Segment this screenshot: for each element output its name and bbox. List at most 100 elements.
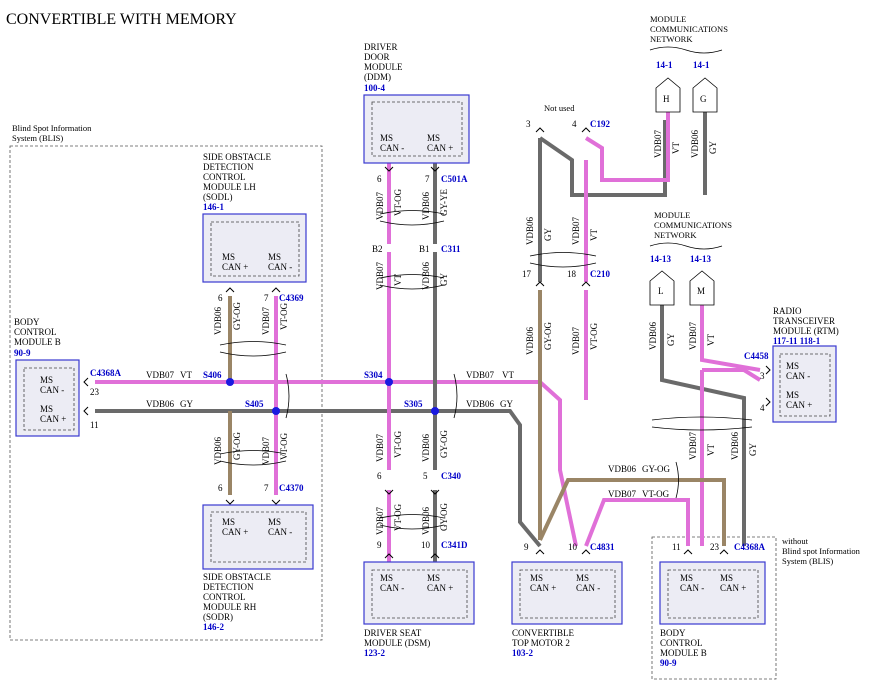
sodr-name-4: MODULE RH — [203, 602, 257, 612]
bcm-left-pin2-l1: MS — [40, 404, 53, 414]
bcm-right-inner — [667, 569, 759, 619]
mcn-mid-ref-1: 14-13 — [650, 254, 671, 264]
bcm-right-name-2: CONTROL — [660, 638, 703, 648]
conn-c210: C210 — [590, 269, 610, 279]
twist-ddm-2 — [379, 274, 445, 290]
wire-label-gy-r: GY — [500, 399, 513, 409]
mcn-mid-name-1: MODULE — [654, 210, 690, 220]
dsm-name-2: MODULE (DSM) — [364, 638, 430, 648]
twist-cross — [675, 461, 679, 499]
without-blis-2: Blind spot Information — [782, 546, 861, 556]
rtm-pin1-l2: CAN - — [786, 371, 810, 381]
conn-c4831: C4831 — [590, 542, 615, 552]
sodl-name-1: SIDE OBSTACLE — [203, 152, 272, 162]
conn-c341d: C341D — [441, 540, 468, 550]
mcn-top-name-3: NETWORK — [650, 34, 693, 44]
ctm-pin2-l1: MS — [576, 573, 589, 583]
bcm-left-pin1-l2: CAN - — [40, 385, 64, 395]
ddm-pin2-l2: CAN + — [427, 143, 453, 153]
rtm-ref: 117-11 118-1 — [773, 336, 821, 346]
vlabel-ddm-gyye: GY-YE — [439, 189, 449, 216]
pin-b2: B2 — [372, 244, 383, 254]
not-used-label: Not used — [544, 103, 575, 113]
bcm-right-pin2-l2: CAN + — [720, 583, 746, 593]
vlabel-mcn2-gy: GY — [666, 333, 676, 346]
mcn-top-name-2: COMMUNICATIONS — [650, 24, 728, 34]
vlabel-ddm2-vt: VT — [393, 274, 403, 286]
vlabel-ddm-vdb06: VDB06 — [421, 191, 431, 220]
conn-c4368a-right: C4368A — [734, 542, 765, 552]
wire-label-vtog-cross: VT-OG — [642, 489, 670, 499]
bcm-right-pin1-l2: CAN - — [680, 583, 704, 593]
connector-g-icon — [692, 77, 718, 113]
bcm-right-name-3: MODULE B — [660, 648, 707, 658]
dsm-pin1-l2: CAN - — [380, 583, 404, 593]
ddm-box — [363, 94, 470, 164]
ddm-ref: 100-4 — [364, 83, 385, 93]
ddm-pin1-l1: MS — [380, 133, 393, 143]
pin-18: 18 — [567, 269, 577, 279]
conn-c4368a-left: C4368A — [90, 368, 121, 378]
splice-s304-label: S304 — [364, 370, 383, 380]
vlabel-ctm-vtog: VT-OG — [589, 322, 599, 350]
pin-10-dsm: 10 — [421, 540, 431, 550]
sodl-pin1-l1: MS — [222, 252, 235, 262]
rtm-pin1-l1: MS — [786, 361, 799, 371]
vlabel-sodl-gyog: GY-OG — [232, 302, 242, 330]
conn-c340: C340 — [441, 471, 461, 481]
vlabel-dsm-vdb06: VDB06 — [421, 433, 431, 462]
pin-17: 17 — [522, 269, 532, 279]
ddm-name-3: MODULE — [364, 62, 403, 72]
sodl-box — [202, 213, 307, 283]
wire-label-vt-l: VT — [180, 370, 192, 380]
conn-c4369: C4369 — [279, 293, 304, 303]
vlabel-dsm2-vtog: VT-OG — [393, 503, 403, 531]
conn-c501a: C501A — [441, 174, 468, 184]
rtm-name-2: TRANSCEIVER — [773, 316, 835, 326]
bcm-right-pin2-l1: MS — [720, 573, 733, 583]
mcn-mid-name-3: NETWORK — [654, 230, 697, 240]
vlabel-ddm2-vdb06: VDB06 — [421, 261, 431, 290]
connector-h-icon — [655, 77, 681, 113]
mcn-top-ref-1: 14-1 — [656, 60, 673, 70]
vlabel-bcmr-vt: VT — [706, 444, 716, 456]
pin-markers — [83, 127, 771, 559]
sodr-pin1-l1: MS — [222, 517, 235, 527]
sodl-pin1-l2: CAN + — [222, 262, 248, 272]
ddm-pin2-l1: MS — [427, 133, 440, 143]
conn-c192: C192 — [590, 119, 610, 129]
vlabel-dsm-vtog: VT-OG — [393, 430, 403, 458]
bcm-right-name-1: BODY — [660, 628, 686, 638]
rtm-name-3: MODULE (RTM) — [773, 326, 839, 336]
without-blis-region — [651, 536, 777, 680]
wire-label-vdb07-r: VDB07 — [466, 370, 495, 380]
bcm-left-pin2-l2: CAN + — [40, 414, 66, 424]
vlabel-dsm2-vdb07: VDB07 — [375, 506, 385, 535]
mcn-mid-ref-2: 14-13 — [690, 254, 711, 264]
vlabel-c192-vt: VT — [589, 229, 599, 241]
sodl-inner — [210, 221, 300, 277]
twist-bcmr — [651, 416, 753, 431]
splice-s305 — [431, 407, 439, 415]
bcm-right-ref: 90-9 — [660, 658, 677, 668]
ctm-name-2: TOP MOTOR 2 — [512, 638, 570, 648]
without-blis-3: System (BLIS) — [782, 556, 833, 566]
twist-main-2 — [453, 373, 458, 419]
vlabel-ctm-vdb06: VDB06 — [525, 326, 535, 355]
wire-rtm-vt — [702, 368, 762, 382]
bcm-right-box — [659, 561, 766, 625]
wire-label-vdb06-r: VDB06 — [466, 399, 495, 409]
bcm-left-inner — [23, 367, 75, 431]
connector-l-icon — [649, 270, 675, 306]
mcn-mid-brace — [649, 242, 723, 250]
twist-ddm — [379, 210, 445, 226]
vlabel-ddm-vtog: VT-OG — [393, 188, 403, 216]
pin-b1: B1 — [419, 244, 430, 254]
sodr-name-2: DETECTION — [203, 582, 254, 592]
vlabel-ddm2-vdb07: VDB07 — [375, 261, 385, 290]
pin-3-c192: 3 — [526, 119, 531, 129]
dsm-pin2-l2: CAN + — [427, 583, 453, 593]
sodr-pin2-l1: MS — [268, 517, 281, 527]
vlabel-bcmr-gy: GY — [748, 443, 758, 456]
